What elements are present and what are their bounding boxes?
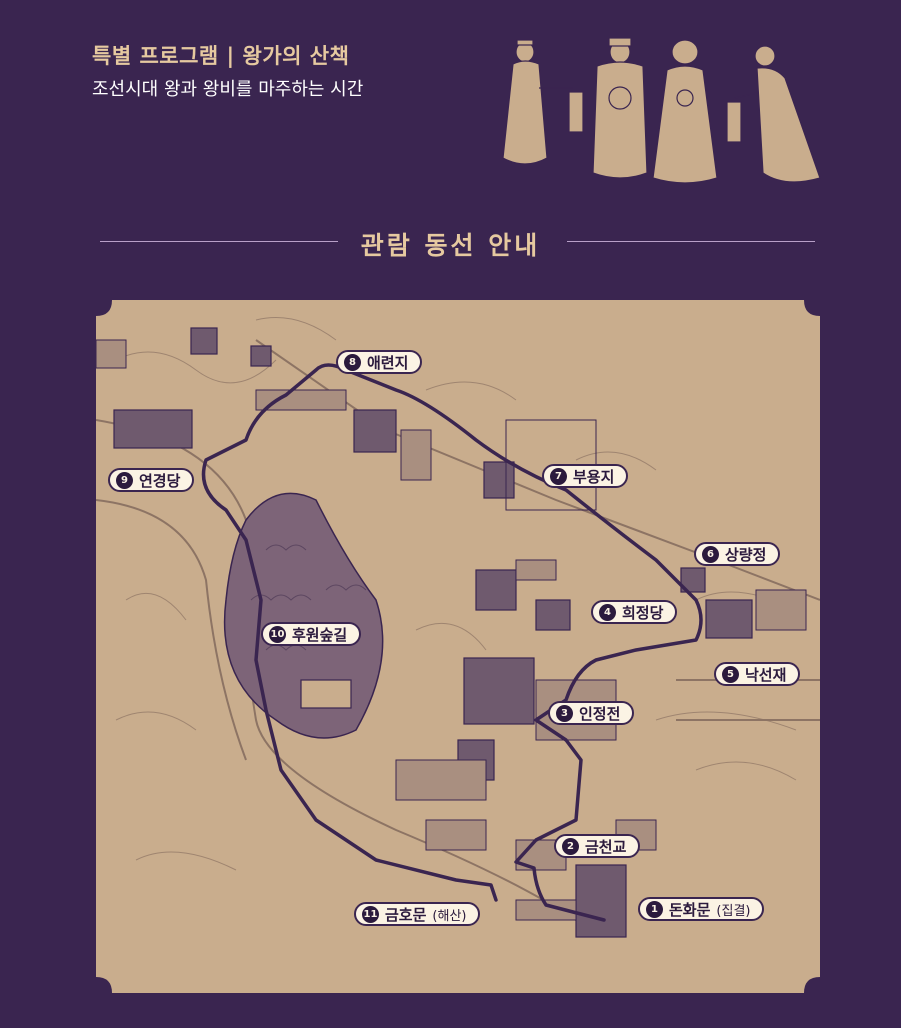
stop-6-sangnyangjeong[interactable]: 6 상량정: [694, 542, 781, 566]
stop-name-10: 후원숲길: [292, 625, 348, 644]
stop-name-7: 부용지: [573, 467, 615, 486]
section-rule-left: [100, 241, 338, 242]
map-canvas: [95, 300, 821, 993]
header-title: 특별 프로그램 | 왕가의 산책: [92, 44, 350, 68]
section-rule-right: [567, 241, 815, 242]
stop-name-1: 돈화문: [669, 900, 711, 919]
stop-3-injeongjeon[interactable]: 3 인정전: [548, 701, 635, 725]
stop-8-aeryeonji[interactable]: 8 애련지: [336, 350, 423, 374]
stop-name-3: 인정전: [579, 704, 621, 723]
stop-name-9: 연경당: [139, 471, 181, 490]
royal-figures-illustration: [502, 38, 821, 184]
stop-11-geumhomun[interactable]: 11 금호문 (해산): [354, 902, 481, 926]
section-title: 관람 동선 안내: [360, 231, 541, 260]
stop-number-2: 2: [562, 837, 579, 855]
stop-4-huijeongdang[interactable]: 4 희정당: [591, 600, 678, 624]
stop-10-huwon-forest-path[interactable]: 10 후원숲길: [261, 622, 362, 646]
stop-name-5: 낙선재: [745, 665, 787, 684]
stop-note-11: (해산): [432, 908, 467, 924]
stop-7-buyongji[interactable]: 7 부용지: [542, 464, 629, 488]
palace-route-map: 1 돈화문(집결) 2 금천교 3 인정전 4 희정당 5 낙선재 6 상량정 …: [95, 300, 821, 993]
stop-number-11: 11: [362, 905, 379, 923]
stop-number-7: 7: [550, 467, 567, 485]
stop-name-4: 희정당: [622, 603, 664, 622]
stop-note-1: (집결): [716, 903, 751, 919]
stop-number-4: 4: [599, 603, 616, 621]
stop-name-8: 애련지: [367, 353, 409, 372]
stop-5-nakseonjae[interactable]: 5 낙선재: [714, 662, 801, 686]
stop-number-5: 5: [722, 665, 739, 683]
stop-number-9: 9: [116, 471, 133, 489]
stop-number-10: 10: [269, 625, 286, 643]
stop-name-11: 금호문: [385, 905, 427, 924]
stop-2-geumcheongyo[interactable]: 2 금천교: [554, 834, 641, 858]
header-subtitle: 조선시대 왕과 왕비를 마주하는 시간: [92, 79, 364, 100]
stop-number-6: 6: [702, 545, 719, 563]
stop-name-6: 상량정: [725, 545, 767, 564]
stop-9-yeongyeongdang[interactable]: 9 연경당: [108, 468, 195, 492]
stop-name-2: 금천교: [585, 837, 627, 856]
stop-number-1: 1: [646, 900, 663, 918]
stop-number-8: 8: [344, 353, 361, 371]
stop-number-3: 3: [556, 704, 573, 722]
stop-1-donhwamun[interactable]: 1 돈화문 (집결): [638, 897, 765, 921]
